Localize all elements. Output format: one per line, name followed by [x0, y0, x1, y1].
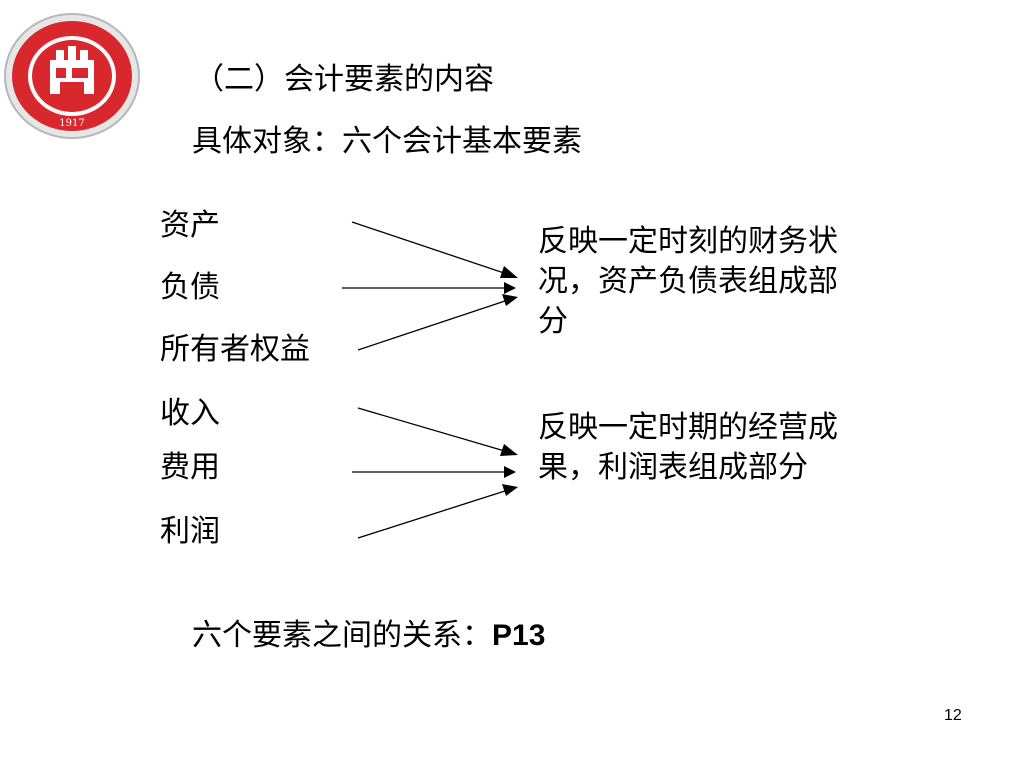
- slide-subtitle: 具体对象：六个会计基本要素: [192, 124, 582, 159]
- arrow-owners-equity: [357, 294, 518, 351]
- element-income: 收入: [160, 396, 220, 431]
- arrow-expense: [352, 466, 516, 478]
- elements-relationship: 六个要素之间的关系：P13: [192, 618, 545, 654]
- income-statement-description: 反映一定时期的经营成果，利润表组成部分: [538, 410, 838, 485]
- arrow-asset: [351, 221, 518, 278]
- element-owners-equity: 所有者权益: [160, 332, 310, 367]
- page-number: 12: [944, 707, 962, 724]
- arrow-income: [357, 407, 518, 456]
- element-liability: 负债: [160, 270, 220, 305]
- logo-year: 1917: [59, 118, 84, 129]
- slide-title: （二）会计要素的内容: [194, 62, 494, 97]
- page-reference: P13: [492, 619, 546, 652]
- element-expense: 费用: [160, 450, 220, 485]
- arrow-profit: [357, 484, 518, 539]
- university-seal-logo: 1917: [4, 13, 140, 139]
- arrow-liability: [342, 282, 516, 294]
- element-asset: 资产: [160, 208, 220, 243]
- relationship-label: 六个要素之间的关系：: [192, 618, 492, 653]
- element-profit: 利润: [160, 514, 220, 549]
- balance-sheet-description: 反映一定时刻的财务状况，资产负债表组成部分: [538, 224, 838, 339]
